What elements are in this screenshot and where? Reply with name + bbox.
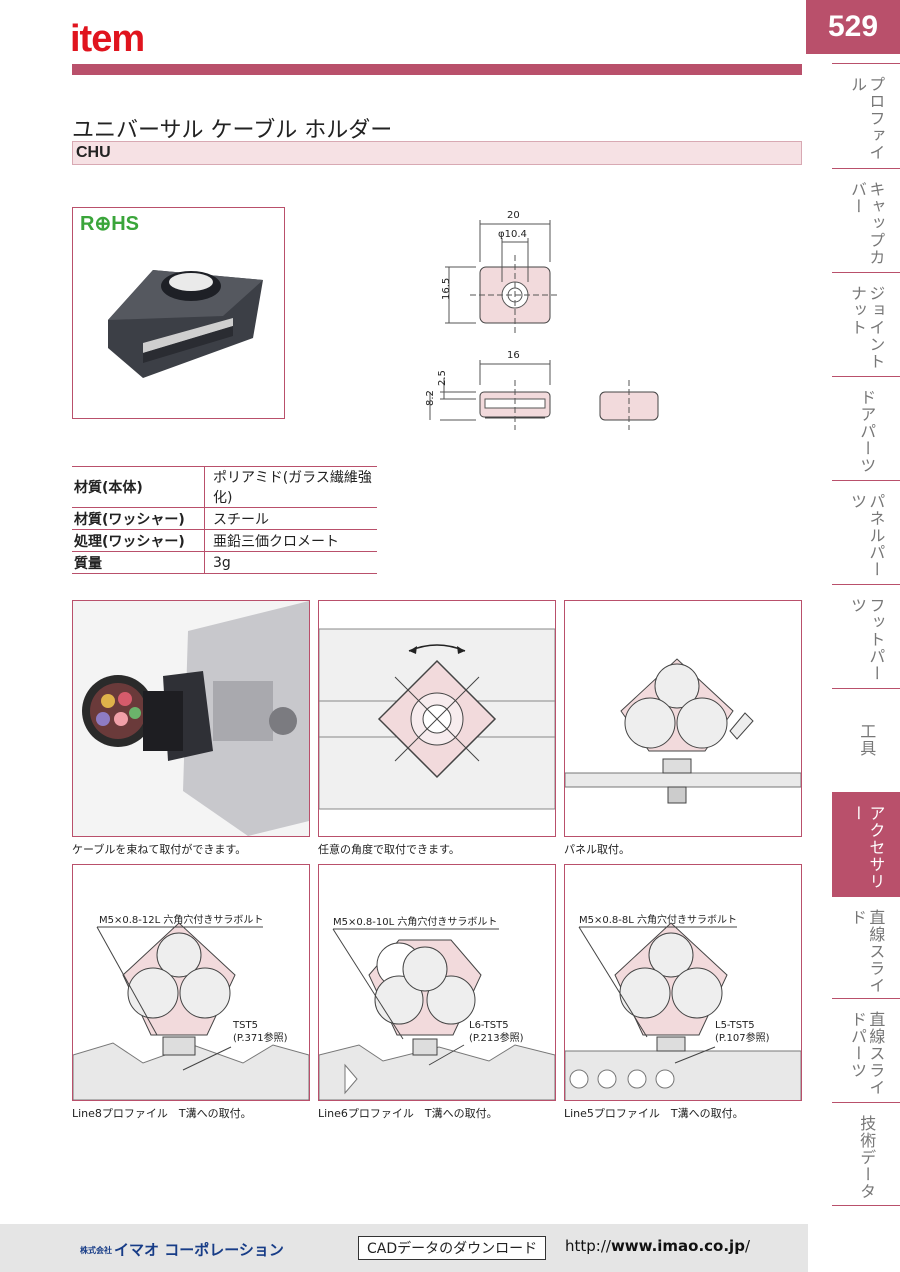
tab-linear-slide[interactable]: 直線スライド xyxy=(832,896,900,998)
panel-mount-diagram xyxy=(565,658,801,804)
url-suffix: / xyxy=(744,1237,750,1255)
dim-side-width: 16 xyxy=(507,350,520,361)
url-domain: www.imao.co.jp xyxy=(610,1237,745,1255)
tab-label: フットパーツ xyxy=(848,597,886,682)
company-name: イマオ コーポレーション xyxy=(114,1241,284,1259)
product-photo-frame xyxy=(72,207,285,419)
tab-profile[interactable]: プロファイル xyxy=(832,63,900,168)
bolt-label: M5×0.8-8L 六角穴付きサラボルト xyxy=(579,913,737,926)
spec-key: 材質(本体) xyxy=(72,466,205,508)
ref-label: (P.371参照) xyxy=(233,1031,288,1044)
dim-height: 16.5 xyxy=(441,278,452,300)
line5-diagram: M5×0.8-8L 六角穴付きサラボルト L5-TST5 (P.107参照) xyxy=(565,913,801,1100)
tab-tools[interactable]: 工具 xyxy=(832,688,900,792)
dim-thin: 2.5 xyxy=(437,370,448,386)
tab-label: ジョイントナット xyxy=(848,285,886,370)
website-url[interactable]: http://www.imao.co.jp/ xyxy=(565,1237,750,1255)
panel-caption: パネル取付。 xyxy=(564,843,630,856)
tab-label: ドアパーツ xyxy=(857,389,877,474)
nut-label: L6-TST5 xyxy=(469,1020,509,1031)
tab-foot-parts[interactable]: フットパーツ xyxy=(832,584,900,688)
tab-label: アクセサリー xyxy=(848,805,886,890)
bolt-label: M5×0.8-12L 六角穴付きサラボルト xyxy=(99,913,263,926)
panel-cable-bundle xyxy=(72,600,310,837)
tab-label: 直線スライド xyxy=(848,909,886,994)
dim-width: 20 xyxy=(507,210,520,221)
line6-diagram: M5×0.8-10L 六角穴付きサラボルト L6-TST5 (P.213参照) xyxy=(319,915,555,1100)
bolt-label: M5×0.8-10L 六角穴付きサラボルト xyxy=(333,915,497,928)
product-code: CHU xyxy=(76,144,111,161)
spec-value: 3g xyxy=(204,551,377,574)
spec-value: 亜鉛三価クロメート xyxy=(204,529,377,552)
tab-label: 直線スライドパーツ xyxy=(848,1011,886,1096)
spec-value: ポリアミド(ガラス繊維強化) xyxy=(204,466,377,508)
tab-accessory[interactable]: アクセサリー xyxy=(832,792,900,896)
tab-door-parts[interactable]: ドアパーツ xyxy=(832,376,900,480)
company-type: 株式会社 xyxy=(80,1246,112,1255)
ref-label: (P.107参照) xyxy=(715,1031,770,1044)
product-photo xyxy=(108,270,263,378)
page-title: ユニバーサル ケーブル ホルダー xyxy=(72,118,393,143)
spec-table: 材質(本体)ポリアミド(ガラス繊維強化) 材質(ワッシャー)スチール 処理(ワッ… xyxy=(72,466,377,574)
line8-diagram: M5×0.8-12L 六角穴付きサラボルト TST5 (P.371参照) xyxy=(73,913,309,1100)
dim-bore: φ10.4 xyxy=(498,229,527,240)
tab-joint-nut[interactable]: ジョイントナット xyxy=(832,272,900,376)
tab-label: 工具 xyxy=(857,723,877,757)
panel-caption: Line5プロファイル T溝への取付。 xyxy=(564,1107,744,1120)
rotation-diagram xyxy=(319,628,555,810)
cable-bundle-photo xyxy=(73,601,309,836)
spec-row: 処理(ワッシャー)亜鉛三価クロメート xyxy=(72,529,377,552)
spec-key: 質量 xyxy=(72,551,205,574)
panel-line5: M5×0.8-8L 六角穴付きサラボルト L5-TST5 (P.107参照) xyxy=(564,864,802,1101)
page-number: 529 xyxy=(806,0,900,54)
cad-download-label[interactable]: CADデータのダウンロード xyxy=(358,1236,547,1260)
spec-row: 材質(本体)ポリアミド(ガラス繊維強化) xyxy=(72,466,377,508)
spec-key: 材質(ワッシャー) xyxy=(72,507,205,530)
product-code-bar xyxy=(72,141,802,165)
tab-linear-slide-parts[interactable]: 直線スライドパーツ xyxy=(832,998,900,1102)
nut-label: L5-TST5 xyxy=(715,1020,755,1031)
panel-line8: M5×0.8-12L 六角穴付きサラボルト TST5 (P.371参照) xyxy=(72,864,310,1101)
spec-value: スチール xyxy=(204,507,377,530)
panel-mount xyxy=(564,600,802,837)
spec-row: 材質(ワッシャー)スチール xyxy=(72,507,377,530)
panel-caption: ケーブルを束ねて取付ができます。 xyxy=(72,843,247,856)
dim-side-height: 8.2 xyxy=(425,390,436,406)
header-rule xyxy=(72,64,802,75)
tab-label: キャップカバー xyxy=(848,181,886,266)
tab-cap-cover[interactable]: キャップカバー xyxy=(832,168,900,272)
panel-line6: M5×0.8-10L 六角穴付きサラボルト L6-TST5 (P.213参照) xyxy=(318,864,556,1101)
item-logo: item xyxy=(70,18,145,60)
url-prefix: http:// xyxy=(565,1237,611,1255)
panel-rotation xyxy=(318,600,556,837)
tab-technical-data[interactable]: 技術データ xyxy=(832,1102,900,1206)
panel-caption: Line8プロファイル T溝への取付。 xyxy=(72,1107,252,1120)
nut-label: TST5 xyxy=(232,1020,258,1031)
tab-panel-parts[interactable]: パネルパーツ xyxy=(832,480,900,584)
rohs-logo: R⊕HS xyxy=(80,213,139,235)
dimension-drawing: 20 φ10.4 16.5 16 2.5 8.2 xyxy=(425,210,659,430)
tab-label: 技術データ xyxy=(857,1115,877,1200)
tab-label: パネルパーツ xyxy=(848,493,886,578)
imao-logo: 株式会社イマオ コーポレーション xyxy=(80,1239,284,1260)
ref-label: (P.213参照) xyxy=(469,1031,524,1044)
tab-label: プロファイル xyxy=(848,76,886,161)
panel-caption: 任意の角度で取付できます。 xyxy=(318,843,460,856)
spec-key: 処理(ワッシャー) xyxy=(72,529,205,552)
panel-caption: Line6プロファイル T溝への取付。 xyxy=(318,1107,498,1120)
